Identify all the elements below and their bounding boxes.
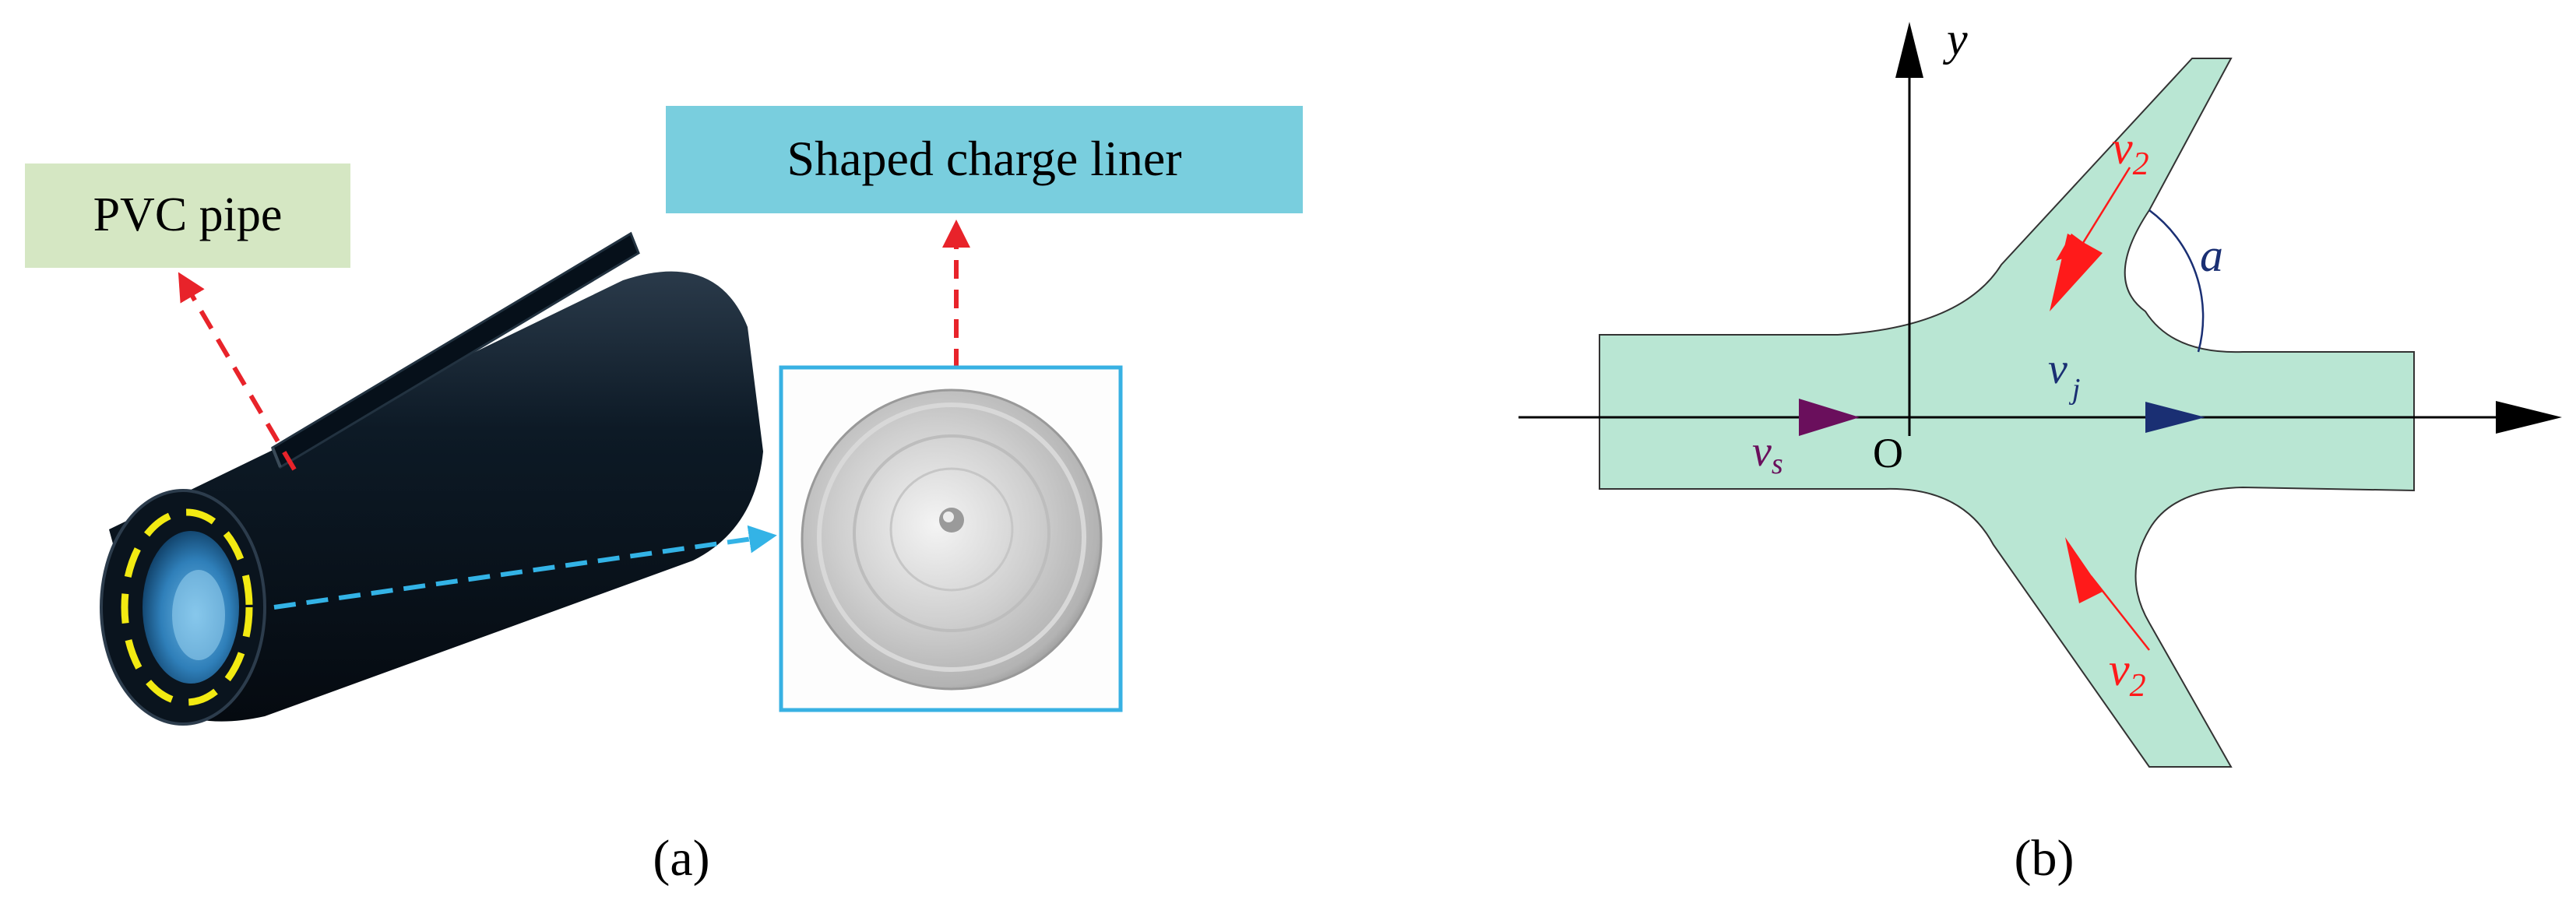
caption-b: (b) xyxy=(2015,830,2075,887)
pvc-label: PVC pipe xyxy=(93,188,283,241)
vs-arrow xyxy=(1799,399,1860,436)
y-axis-label: y xyxy=(1942,13,1968,65)
x-axis-arrowhead xyxy=(2496,401,2562,434)
pvc-pipe-photo xyxy=(100,231,763,726)
pvc-pointer-arrow xyxy=(178,272,297,471)
pvc-label-box xyxy=(25,163,350,268)
liner-disc-photo xyxy=(801,388,1103,691)
vs-label: vs xyxy=(1752,427,1783,480)
angle-arc xyxy=(2148,209,2205,353)
panel-a: PVC pipe Shaped charge liner (a) xyxy=(25,106,1303,887)
y-axis-arrowhead xyxy=(1895,22,1923,78)
caption-a: (a) xyxy=(653,830,709,887)
v2-bottom-label: v2 xyxy=(2109,644,2146,704)
vj-arrow xyxy=(2145,402,2205,433)
yellow-dashed-ring xyxy=(121,508,253,706)
v2-top-arrow xyxy=(2050,167,2131,311)
v2-bottom-arrow xyxy=(2065,537,2150,651)
v2-top-label: v2 xyxy=(2112,122,2149,182)
angle-label: a xyxy=(2200,230,2223,281)
jet-fluid-region xyxy=(1599,58,2415,768)
liner-label-box xyxy=(666,106,1303,213)
liner-blue-arrow xyxy=(273,525,777,610)
liner-label: Shaped charge liner xyxy=(787,131,1181,186)
origin-label: O xyxy=(1873,430,1903,476)
